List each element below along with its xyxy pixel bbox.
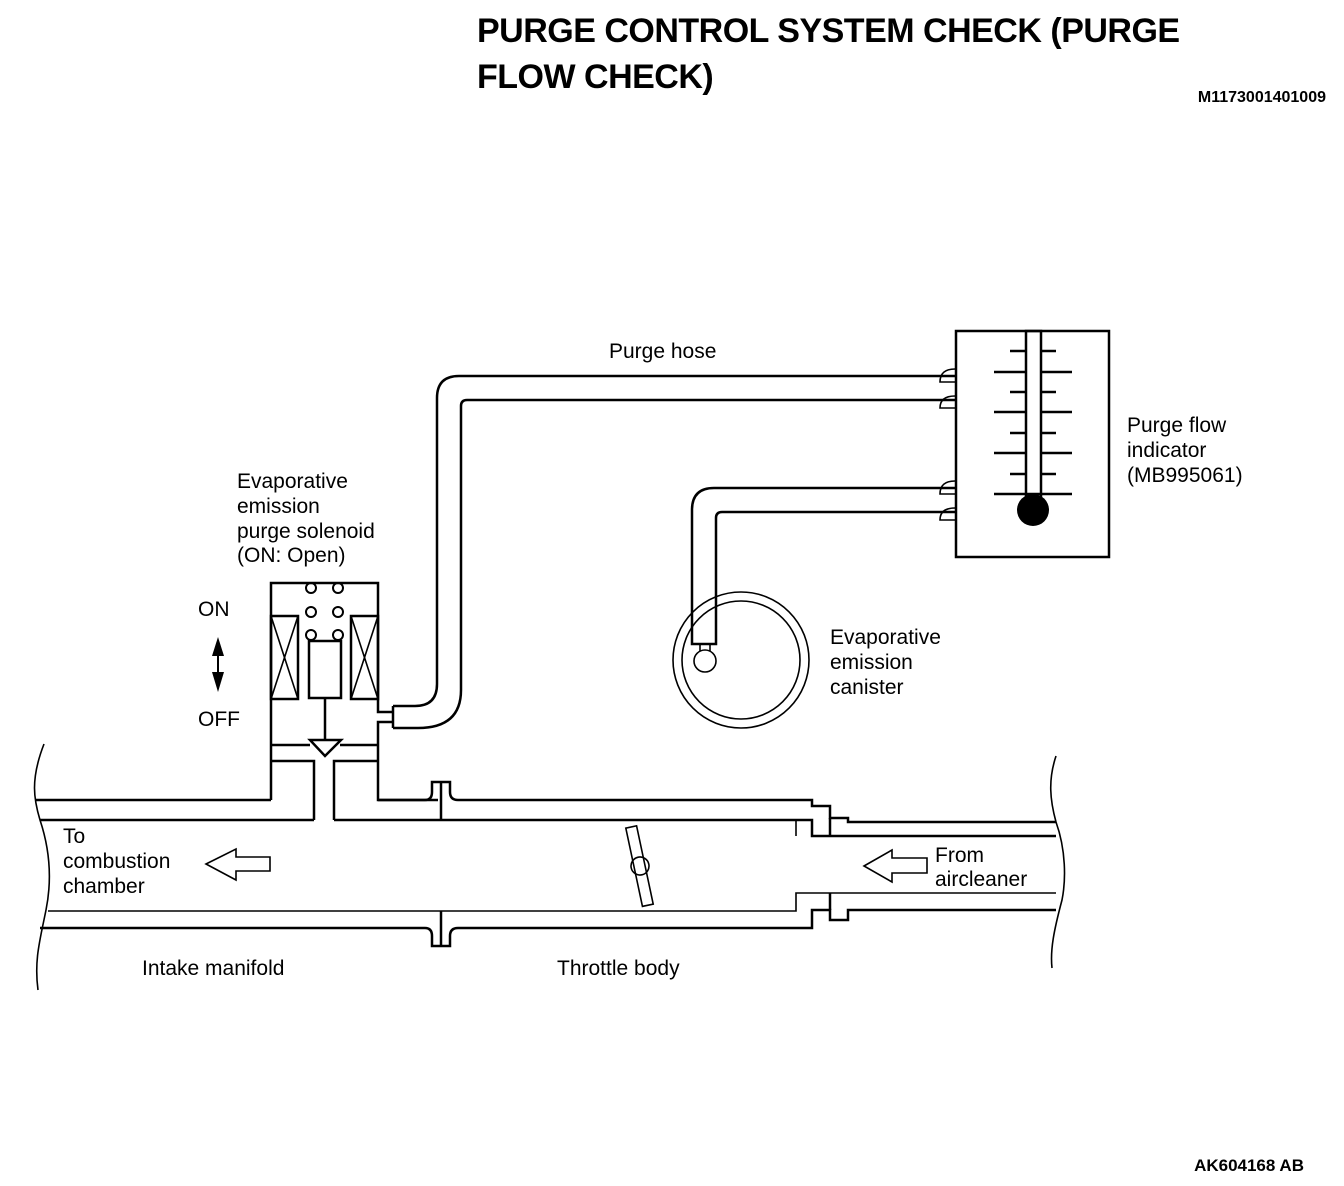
purge-flow-indicator-label-1: Purge flow: [1127, 414, 1227, 437]
indicator-scale-ticks: [994, 349, 1072, 496]
solenoid-label-1: Evaporative: [237, 470, 348, 493]
intake-manifold-label: Intake manifold: [142, 957, 284, 980]
flow-arrow-from-aircleaner-icon: [862, 848, 928, 884]
break-line-right: [1049, 755, 1066, 969]
canister-label-1: Evaporative: [830, 626, 941, 649]
purge-flow-indicator: [954, 329, 1111, 559]
page-title: PURGE CONTROL SYSTEM CHECK (PURGE FLOW C…: [477, 12, 1180, 96]
purge-flow-indicator-label-3: (MB995061): [1127, 464, 1243, 487]
switch-on-label: ON: [198, 598, 230, 621]
on-off-double-arrow-icon: [212, 637, 224, 692]
switch-off-label: OFF: [198, 708, 240, 731]
canister-label-3: canister: [830, 676, 904, 699]
figure-id: AK604168 AB: [1194, 1156, 1304, 1175]
from-aircleaner-label-2: aircleaner: [935, 868, 1027, 891]
to-combustion-label-3: chamber: [63, 875, 145, 898]
evaporative-emission-canister: [672, 591, 810, 729]
solenoid-label-4: (ON: Open): [237, 544, 346, 567]
canister-label-2: emission: [830, 651, 913, 674]
intake-manifold: [36, 780, 1056, 948]
document-id: M1173001401009: [1197, 89, 1326, 106]
throttle-body-label: Throttle body: [557, 957, 680, 980]
to-combustion-label-2: combustion: [63, 850, 170, 873]
indicator-float-ball: [1017, 494, 1049, 526]
purge-solenoid: [269, 581, 438, 820]
throttle-valve: [624, 824, 655, 908]
to-combustion-label-1: To: [63, 825, 85, 848]
purge-flow-indicator-label-2: indicator: [1127, 439, 1206, 462]
break-line-left: [33, 743, 51, 991]
flow-arrow-to-combustion-icon: [204, 847, 271, 882]
solenoid-label-2: emission: [237, 495, 320, 518]
canister-hose: [690, 480, 956, 651]
from-aircleaner-label-1: From: [935, 844, 984, 867]
purge-hose: [391, 368, 956, 730]
solenoid-label-3: purge solenoid: [237, 520, 375, 543]
purge-hose-label: Purge hose: [609, 340, 716, 363]
